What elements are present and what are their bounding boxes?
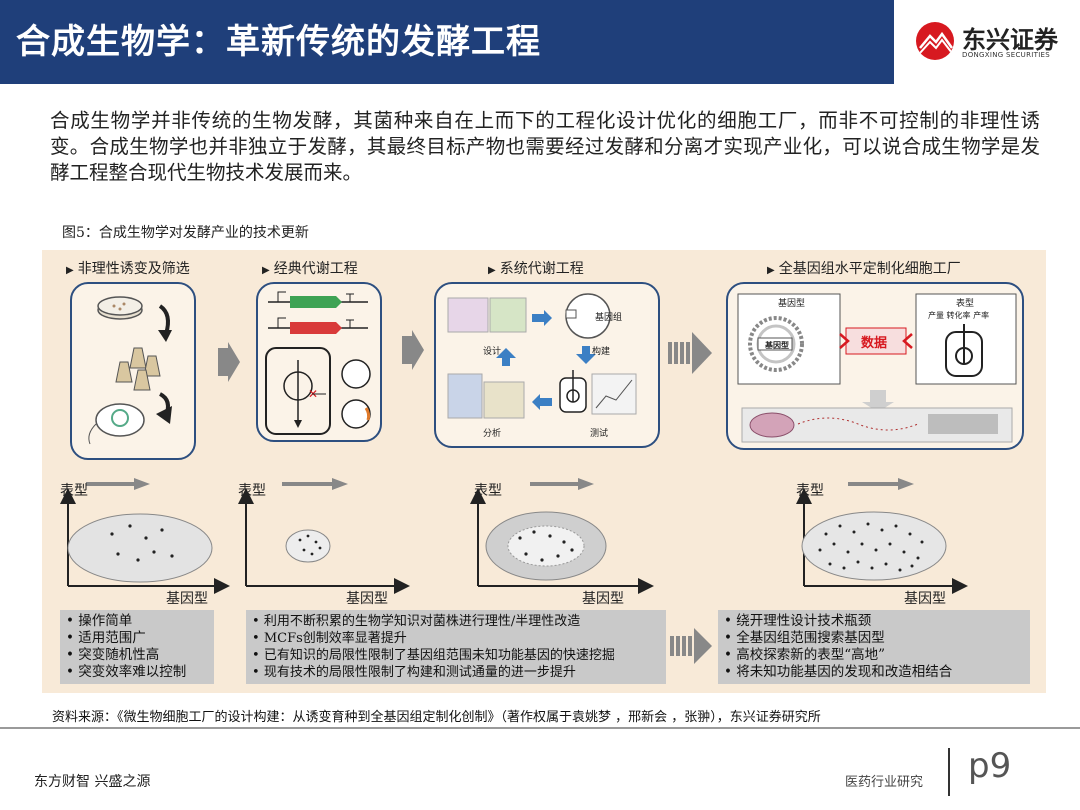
genome-scale-illustration — [737, 293, 1017, 443]
header: 合成生物学：革新传统的发酵工程 东兴证券 DONGXING SECURITIES — [0, 0, 1080, 84]
figure-caption: 图5：合成生物学对发酵产业的技术更新 — [62, 225, 309, 241]
striped-right-arrow-icon — [670, 628, 712, 664]
right-arrow-icon — [402, 330, 424, 370]
bullets-mutagenesis: 操作简单 适用范围广 突变随机性高 突变效率难以控制 — [60, 610, 214, 684]
list-item: 将未知功能基因的发现和改造相结合 — [724, 664, 1024, 681]
logo-text-en: DONGXING SECURITIES — [962, 51, 1051, 59]
logo-text-cn: 东兴证券 — [962, 26, 1058, 54]
label-phenotype-sub: 产量 转化率 产率 — [928, 311, 990, 320]
page-title: 合成生物学：革新传统的发酵工程 — [16, 22, 541, 62]
label-genome: 基因组 — [595, 313, 623, 323]
x-axis-label-3: 基因型 — [582, 591, 624, 607]
triangle-bullet-icon: ▶ — [488, 265, 496, 276]
mutagenesis-illustration — [88, 296, 172, 445]
list-item: 全基因组范围搜索基因型 — [724, 630, 1024, 647]
panel-mutagenesis — [70, 282, 196, 460]
header-bar: 合成生物学：革新传统的发酵工程 — [0, 0, 894, 84]
x-axis-label-2: 基因型 — [346, 591, 388, 607]
list-item: 绕开理性设计技术瓶颈 — [724, 613, 1024, 630]
triangle-bullet-icon: ▶ — [66, 265, 74, 276]
list-item: 利用不断积累的生物学知识对菌株进行理性/半理性改造 — [252, 613, 660, 630]
figure: ▶非理性诱变及筛选 ▶经典代谢工程 ▶系统代谢工程 ▶全基因组水平定制化细胞工厂 — [42, 250, 1046, 693]
triangle-bullet-icon: ▶ — [767, 265, 775, 276]
label-test: 测试 — [590, 429, 609, 439]
section-title-classic: ▶经典代谢工程 — [262, 261, 358, 277]
panel-systems: 基因组 设计 构建 分析 测试 — [434, 282, 660, 448]
x-axis-label-1: 基因型 — [166, 591, 208, 607]
footer-slogan: 东方财智 兴盛之源 — [34, 774, 151, 790]
bullets-genome-scale: 绕开理性设计技术瓶颈 全基因组范围搜索基因型 高校探索新的表型“高地” 将未知功… — [718, 610, 1030, 684]
classic-engineering-illustration: ✕ — [265, 291, 371, 435]
right-arrow-icon — [218, 342, 240, 382]
page-number: p9 — [968, 746, 1012, 786]
list-item: MCFs创制效率显著提升 — [252, 630, 660, 647]
label-analyze: 分析 — [483, 429, 502, 439]
x-axis-label-4: 基因型 — [904, 591, 946, 607]
section-title-mutagenesis: ▶非理性诱变及筛选 — [66, 261, 190, 277]
footer-divider — [948, 748, 950, 796]
list-item: 适用范围广 — [66, 630, 208, 647]
section-title-genome: ▶全基因组水平定制化细胞工厂 — [767, 261, 961, 277]
label-data: 数据 — [861, 336, 888, 351]
intro-paragraph: 合成生物学并非传统的生物发酵，其菌种来自在上而下的工程化设计优化的细胞工厂，而非… — [50, 109, 1040, 184]
company-logo: 东兴证券 DONGXING SECURITIES — [912, 18, 1072, 66]
label-phenotype-head: 表型 — [956, 299, 975, 309]
label-genotype-head: 基因型 — [778, 299, 806, 309]
triangle-bullet-icon: ▶ — [262, 265, 270, 276]
striped-right-arrow-icon — [668, 332, 712, 374]
list-item: 高校探索新的表型“高地” — [724, 647, 1024, 664]
y-axis-label-1: 表型 — [60, 483, 88, 499]
divider — [0, 727, 1080, 729]
list-item: 突变随机性高 — [66, 647, 208, 664]
label-build: 构建 — [592, 347, 611, 357]
list-item: 操作简单 — [66, 613, 208, 630]
label-design: 设计 — [483, 347, 502, 357]
logo-mountain-icon — [916, 22, 954, 60]
list-item: 已有知识的局限性限制了基因组范围未知功能基因的快速挖掘 — [252, 647, 660, 664]
y-axis-label-3: 表型 — [474, 483, 502, 499]
dbtl-cycle-illustration — [447, 293, 637, 419]
footer-category: 医药行业研究 — [845, 775, 924, 790]
label-genotype-tag: 基因型 — [765, 340, 789, 350]
bullets-classic-systems: 利用不断积累的生物学知识对菌株进行理性/半理性改造 MCFs创制效率显著提升 已… — [246, 610, 666, 684]
source-note: 资料来源：《微生物细胞工厂的设计构建：从诱变育种到全基因组定制化创制》（著作权属… — [52, 710, 821, 725]
phenotype-genotype-plots — [60, 478, 968, 594]
panel-classic: ✕ — [256, 282, 382, 442]
list-item: 突变效率难以控制 — [66, 664, 208, 681]
y-axis-label-2: 表型 — [238, 483, 266, 499]
section-title-systems: ▶系统代谢工程 — [488, 261, 584, 277]
y-axis-label-4: 表型 — [796, 483, 824, 499]
list-item: 现有技术的局限性限制了构建和测试通量的进一步提升 — [252, 664, 660, 681]
panel-genome-scale: 基因型 表型 产量 转化率 产率 基因型 数据 — [726, 282, 1024, 450]
